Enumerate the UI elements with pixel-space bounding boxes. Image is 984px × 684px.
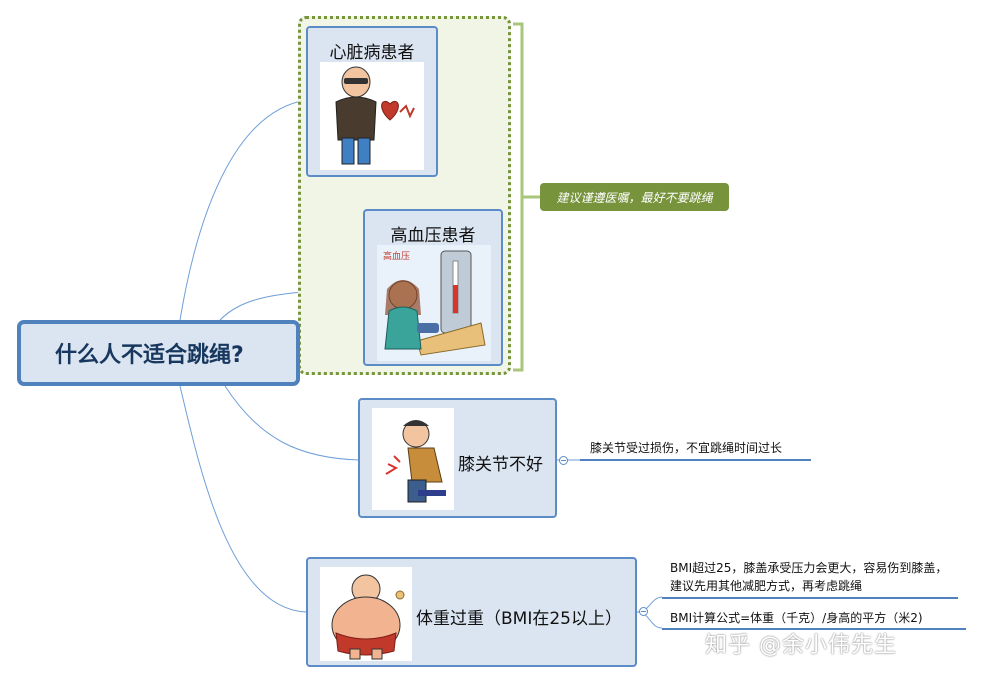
overweight-note-2-underline [662, 628, 966, 630]
topic-hypertension-patient[interactable]: 高血压患者 高血压 [363, 209, 503, 366]
knee-note-underline [580, 459, 811, 461]
overweight-note-1-underline [662, 597, 958, 599]
link-heart [179, 99, 308, 321]
topic-knee-problem[interactable]: 膝关节不好 [358, 398, 557, 518]
topic-hypertension-label: 高血压患者 [390, 226, 476, 246]
knee-pain-illustration [372, 408, 454, 510]
overweight-note-2: BMI计算公式=体重（千克）/身高的平方（米2) [670, 611, 923, 625]
link-weight [179, 385, 308, 613]
collapse-overweight-toggle[interactable] [639, 607, 648, 616]
group-bracket [513, 22, 540, 372]
topic-knee-label: 膝关节不好 [458, 455, 543, 475]
root-topic-label: 什么人不适合跳绳? [55, 343, 244, 368]
collapse-knee-toggle[interactable] [559, 456, 568, 465]
watermark: 知乎 @余小伟先生 [705, 633, 897, 658]
heart-patient-illustration [320, 62, 424, 170]
topic-heart-label: 心脏病患者 [329, 43, 415, 63]
group-callout-text: 建议谨遵医嘱，最好不要跳绳 [556, 190, 713, 205]
group-callout[interactable]: 建议谨遵医嘱，最好不要跳绳 [540, 183, 729, 211]
topic-heart-patient[interactable]: 心脏病患者 [306, 26, 438, 177]
link-knee [224, 385, 360, 461]
root-topic[interactable]: 什么人不适合跳绳? [17, 320, 300, 386]
overweight-man-illustration [320, 567, 412, 661]
topic-overweight-label: 体重过重（BMI在25以上） [416, 609, 622, 629]
overweight-note-1: BMI超过25，膝盖承受压力会更大，容易伤到膝盖，建议先用其他减肥方式，再考虑跳… [670, 561, 948, 593]
blood-pressure-illustration: 高血压 [377, 245, 491, 361]
svg-text:高血压: 高血压 [383, 250, 410, 262]
knee-note: 膝关节受过损伤，不宜跳绳时间过长 [590, 441, 783, 455]
topic-overweight[interactable]: 体重过重（BMI在25以上） [306, 557, 637, 667]
